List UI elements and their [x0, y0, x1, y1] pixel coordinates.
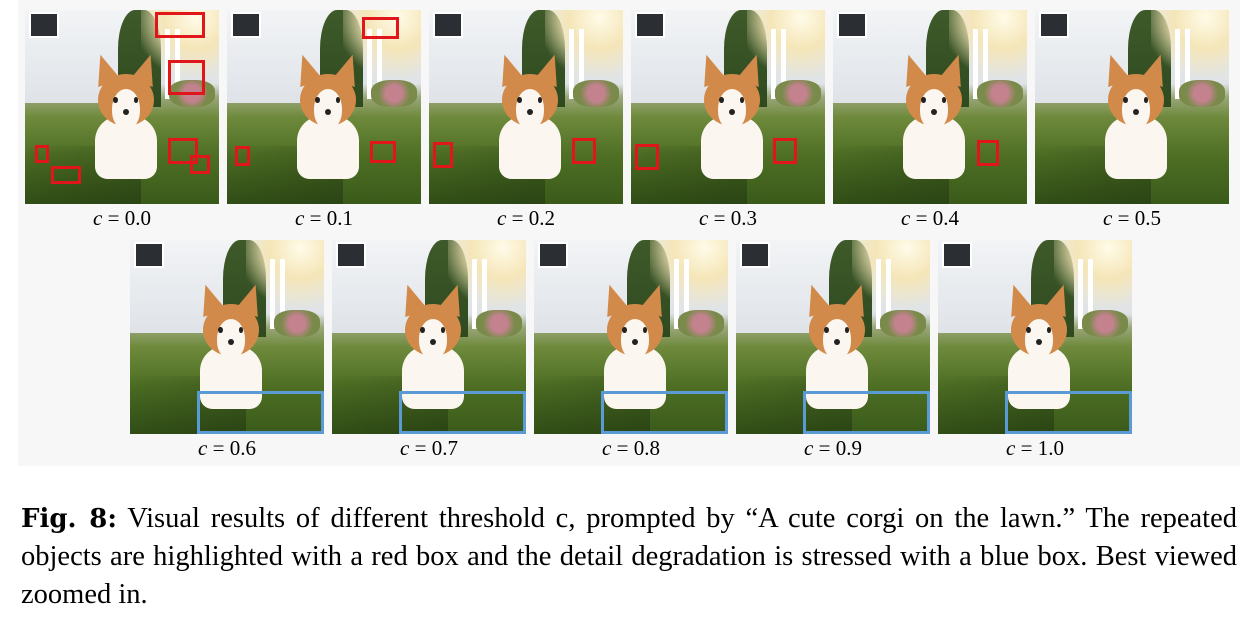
panel-c-0-5: c = 0.5: [1035, 10, 1229, 230]
blue-box: [1005, 391, 1132, 434]
red-box: [235, 146, 250, 166]
figure-caption: Fig. 8: Visual results of different thre…: [21, 500, 1237, 614]
corgi: [491, 51, 569, 188]
caption-text: Visual results of different threshold c,…: [21, 503, 1237, 610]
red-box: [168, 60, 205, 95]
caption-lead: Fig. 8:: [21, 504, 117, 534]
corgi: [1097, 51, 1175, 188]
panel-c-0-0: c = 0.0: [25, 10, 219, 230]
panel-c-0-1: c = 0.1: [227, 10, 421, 230]
threshold-label: c = 0.8: [602, 436, 660, 460]
red-box: [51, 166, 81, 184]
panel-c-0-2: c = 0.2: [429, 10, 623, 230]
corgi-image: [736, 240, 930, 434]
red-box: [433, 142, 453, 168]
red-box: [168, 138, 198, 164]
red-box: [635, 144, 659, 170]
threshold-label: c = 0.9: [804, 436, 862, 460]
corgi: [289, 51, 367, 188]
figure-row-2: c = 0.6 c = 0.7 c = 0.8 c = 0.9: [130, 240, 1132, 460]
red-box: [362, 17, 399, 39]
blue-box: [399, 391, 526, 434]
corgi-image: [631, 10, 825, 204]
corgi: [394, 281, 472, 418]
red-box: [773, 138, 797, 164]
corgi: [192, 281, 270, 418]
figure-row-1: c = 0.0 c = 0.1 c = 0.2 c = 0.3: [25, 10, 1229, 230]
threshold-label: c = 1.0: [1006, 436, 1064, 460]
corgi-image: [938, 240, 1132, 434]
threshold-label: c = 0.6: [198, 436, 256, 460]
threshold-label: c = 0.5: [1103, 206, 1161, 230]
corgi-image: [130, 240, 324, 434]
red-box: [35, 145, 49, 163]
threshold-label: c = 0.1: [295, 206, 353, 230]
corgi: [798, 281, 876, 418]
corgi-image: [332, 240, 526, 434]
corgi: [693, 51, 771, 188]
panel-c-0-7: c = 0.7: [332, 240, 526, 460]
panel-c-0-4: c = 0.4: [833, 10, 1027, 230]
panel-c-0-9: c = 0.9: [736, 240, 930, 460]
panel-c-0-6: c = 0.6: [130, 240, 324, 460]
corgi-image: [833, 10, 1027, 204]
corgi-image: [25, 10, 219, 204]
panel-c-1-0: c = 1.0: [938, 240, 1132, 460]
panel-c-0-3: c = 0.3: [631, 10, 825, 230]
blue-box: [803, 391, 930, 434]
blue-box: [601, 391, 728, 434]
red-box: [190, 155, 210, 174]
corgi: [596, 281, 674, 418]
red-box: [977, 140, 999, 166]
threshold-label: c = 0.3: [699, 206, 757, 230]
corgi: [1000, 281, 1078, 418]
corgi: [87, 51, 165, 188]
red-box: [155, 12, 205, 38]
threshold-label: c = 0.4: [901, 206, 959, 230]
threshold-label: c = 0.0: [93, 206, 151, 230]
corgi: [895, 51, 973, 188]
red-box: [572, 138, 596, 164]
red-box: [370, 141, 396, 163]
corgi-image: [1035, 10, 1229, 204]
blue-box: [197, 391, 324, 434]
corgi-image: [534, 240, 728, 434]
threshold-label: c = 0.2: [497, 206, 555, 230]
corgi-image: [429, 10, 623, 204]
threshold-label: c = 0.7: [400, 436, 458, 460]
panel-c-0-8: c = 0.8: [534, 240, 728, 460]
corgi-image: [227, 10, 421, 204]
